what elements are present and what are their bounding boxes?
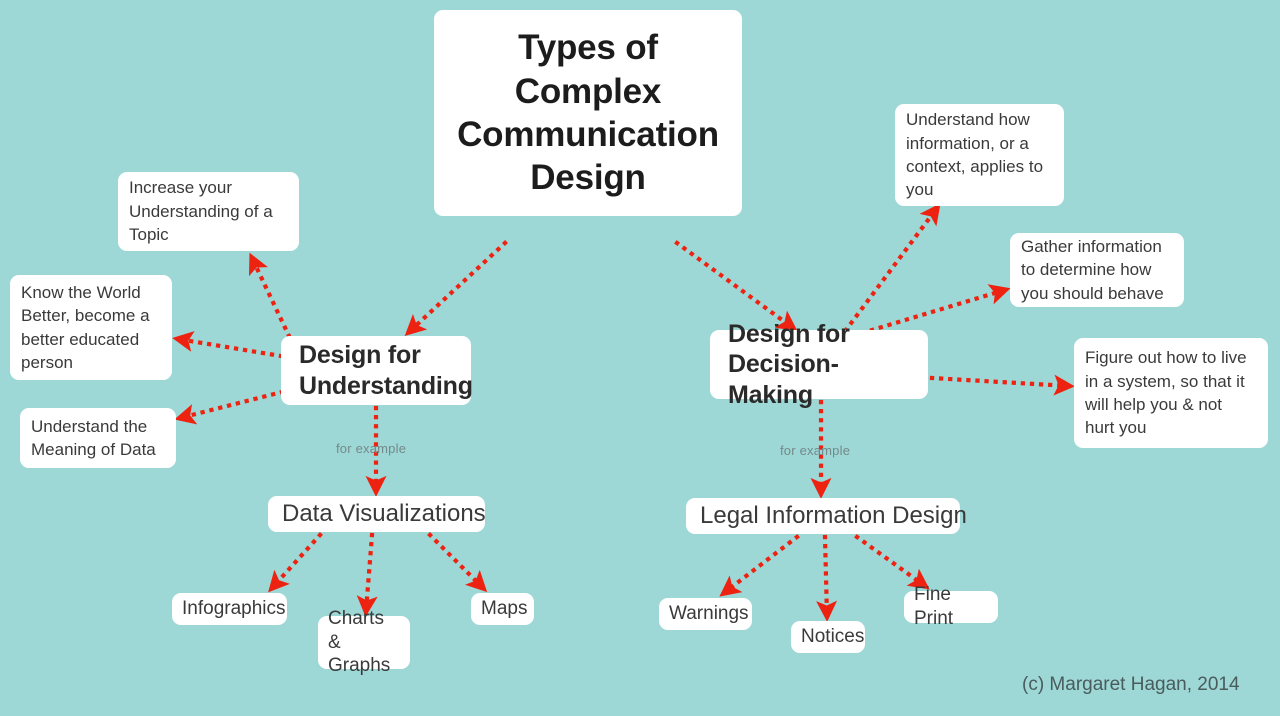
edge-dataviz-infographics xyxy=(268,532,323,593)
connector-label-decision-making: for example xyxy=(780,443,851,458)
branch-decision-label: Design for Decision-Making xyxy=(728,319,850,409)
leaf-infographics-label: Infographics xyxy=(182,598,286,620)
copyright-credit: (c) Margaret Hagan, 2014 xyxy=(1022,674,1240,695)
detail-know-world-text: Know the World Better, become a better e… xyxy=(21,282,150,372)
node-detail-gather-information[interactable]: Gather information to determine how you … xyxy=(1010,233,1184,307)
node-leaf-warnings[interactable]: Warnings xyxy=(659,598,752,630)
branch-understanding-label: Design for Understanding xyxy=(299,341,473,400)
edge-dataviz-charts xyxy=(356,532,378,617)
node-detail-figure-out-how-to-live[interactable]: Figure out how to live in a system, so t… xyxy=(1074,338,1268,448)
edge-legal-fineprint xyxy=(854,534,930,590)
edge-decision-applies xyxy=(843,203,941,333)
node-leaf-infographics[interactable]: Infographics xyxy=(172,593,287,625)
edge-legal-warnings xyxy=(719,534,800,597)
root-title-text: Types of Complex Communication Design xyxy=(457,28,719,198)
node-example-data-visualizations[interactable]: Data Visualizations xyxy=(268,496,486,532)
edge-root-understanding xyxy=(404,240,508,336)
node-detail-know-world-better[interactable]: Know the World Better, become a better e… xyxy=(10,275,172,380)
node-leaf-notices[interactable]: Notices xyxy=(791,621,865,653)
edge-legal-notices xyxy=(816,534,838,622)
leaf-maps-label: Maps xyxy=(481,598,528,620)
node-leaf-fine-print[interactable]: Fine Print xyxy=(904,584,998,629)
leaf-notices-label: Notices xyxy=(801,626,865,648)
edge-understanding-meaning xyxy=(174,389,285,425)
connector-label-understanding: for example xyxy=(336,441,407,456)
detail-applies-text: Understand how information, or a context… xyxy=(906,110,1044,200)
node-example-legal-information-design[interactable]: Legal Information Design xyxy=(686,498,967,534)
example-dataviz-label: Data Visualizations xyxy=(282,499,486,527)
detail-increase-text: Increase your Understanding of a Topic xyxy=(129,178,273,245)
edge-understanding-increase xyxy=(248,252,292,339)
detail-figureout-text: Figure out how to live in a system, so t… xyxy=(1085,348,1247,438)
edge-dataviz-maps xyxy=(427,532,488,593)
edge-understanding-knowworld xyxy=(172,331,284,359)
detail-gather-text: Gather information to determine how you … xyxy=(1021,236,1164,303)
node-branch-decision-making[interactable]: Design for Decision-Making xyxy=(710,320,928,409)
node-root-title[interactable]: Types of Complex Communication Design xyxy=(434,10,742,216)
node-leaf-maps[interactable]: Maps xyxy=(471,593,534,625)
leaf-warnings-label: Warnings xyxy=(669,603,749,625)
edge-root-decision xyxy=(674,240,798,332)
detail-meaning-text: Understand the Meaning of Data xyxy=(31,416,156,459)
leaf-fineprint-label: Fine Print xyxy=(914,584,954,629)
edge-decision-figureout xyxy=(929,374,1075,396)
node-detail-understand-meaning-of-data[interactable]: Understand the Meaning of Data xyxy=(20,408,176,468)
leaf-charts-label: Charts & Graphs xyxy=(328,607,391,677)
node-detail-increase-understanding[interactable]: Increase your Understanding of a Topic xyxy=(118,172,299,251)
node-branch-understanding[interactable]: Design for Understanding xyxy=(281,336,473,405)
node-leaf-charts-and-graphs[interactable]: Charts & Graphs xyxy=(318,608,410,676)
example-legal-label: Legal Information Design xyxy=(700,501,967,529)
node-detail-understand-how-information-applies[interactable]: Understand how information, or a context… xyxy=(895,104,1064,206)
